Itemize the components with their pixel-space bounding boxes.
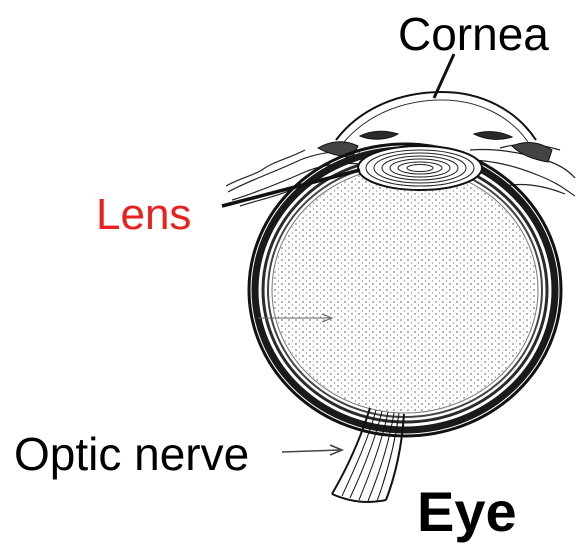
lens-shape — [358, 146, 482, 190]
optic-nerve-label: Optic nerve — [14, 431, 249, 477]
diagram-title: Eye — [417, 484, 517, 540]
optic-nerve-leader-line — [282, 445, 342, 455]
lens-label: Lens — [96, 193, 191, 237]
cornea-label: Cornea — [398, 11, 549, 57]
